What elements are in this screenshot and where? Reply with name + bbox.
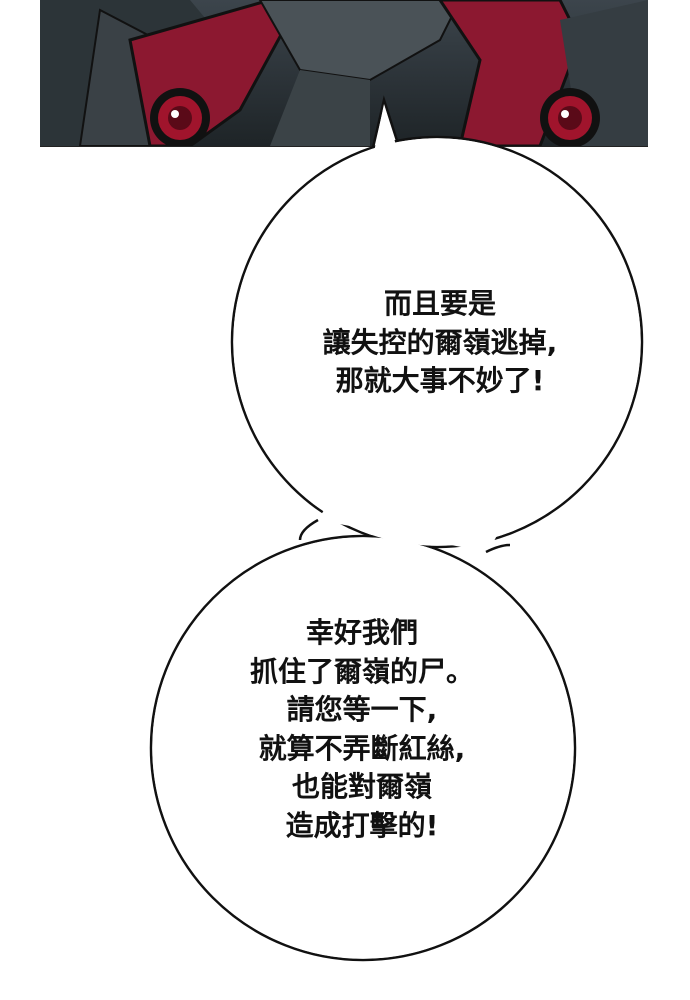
- speech-bubble-bottom-text: 幸好我們 抓住了爾嶺的尸。 請您等一下, 就算不弄斷紅絲, 也能對爾嶺 造成打擊…: [212, 614, 512, 845]
- dialogue-line: 那就大事不妙了!: [335, 364, 545, 397]
- dialogue-line: 抓住了爾嶺的尸。: [249, 654, 474, 688]
- armored-figure-art: [40, 0, 648, 146]
- dialogue-line: 就算不弄斷紅絲,: [258, 731, 466, 765]
- dialogue-line: 也能對爾嶺: [291, 770, 432, 803]
- speech-bubble-top-text: 而且要是 讓失控的爾嶺逃掉, 那就大事不妙了!: [290, 285, 590, 401]
- dialogue-line: 造成打擊的!: [285, 808, 439, 842]
- dialogue-line: 讓失控的爾嶺逃掉,: [322, 325, 558, 359]
- dialogue-line: 請您等一下,: [286, 693, 438, 726]
- dialogue-line: 而且要是: [383, 287, 496, 320]
- comic-panel-illustration: [40, 0, 648, 147]
- dialogue-line: 幸好我們: [305, 616, 418, 649]
